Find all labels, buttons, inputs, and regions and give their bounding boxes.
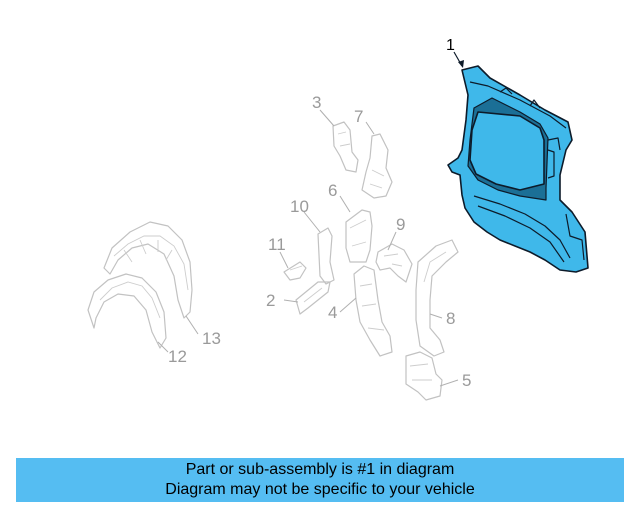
info-banner: Part or sub-assembly is #1 in diagram Di…: [16, 458, 624, 502]
callout-13[interactable]: 13: [202, 329, 221, 348]
part-6-pillar-brace[interactable]: [345, 209, 373, 263]
callout-5[interactable]: 5: [462, 371, 471, 390]
callout-labels: 1 2 3 4 5 6 7 8 9 10 11 12 13: [168, 37, 471, 390]
callout-3[interactable]: 3: [312, 93, 321, 112]
parts-diagram: 1 2 3 4 5 6 7 8 9 10 11 12 13: [87, 37, 589, 401]
part-13-wheel-liner[interactable]: [103, 221, 193, 319]
part-8-wheelhouse-brace[interactable]: [415, 239, 459, 357]
callout-4[interactable]: 4: [328, 303, 337, 322]
part-9-brace[interactable]: [375, 243, 413, 283]
callout-10[interactable]: 10: [290, 197, 309, 216]
leader-lines: [157, 51, 464, 387]
banner-line-1: Part or sub-assembly is #1 in diagram: [185, 461, 455, 478]
part-7-reinforcement[interactable]: [361, 133, 393, 199]
part-12-inner-liner[interactable]: [87, 273, 167, 349]
part-2-extension[interactable]: [295, 281, 331, 315]
callout-6[interactable]: 6: [328, 181, 337, 200]
part-11-clip[interactable]: [283, 261, 307, 281]
callout-1[interactable]: 1: [446, 37, 455, 54]
part-5-bracket[interactable]: [405, 351, 443, 401]
part-10-bracket[interactable]: [317, 227, 335, 285]
banner-line-2: Diagram may not be specific to your vehi…: [165, 481, 475, 498]
part-1-quarter-panel[interactable]: [447, 65, 589, 273]
callout-7[interactable]: 7: [354, 107, 363, 126]
callout-9[interactable]: 9: [396, 215, 405, 234]
part-3-bracket[interactable]: [332, 121, 359, 173]
callout-11[interactable]: 11: [268, 235, 286, 254]
callout-8[interactable]: 8: [446, 309, 455, 328]
part-4-inner-panel[interactable]: [353, 265, 393, 357]
callout-2[interactable]: 2: [266, 291, 275, 310]
callout-12[interactable]: 12: [168, 347, 187, 366]
